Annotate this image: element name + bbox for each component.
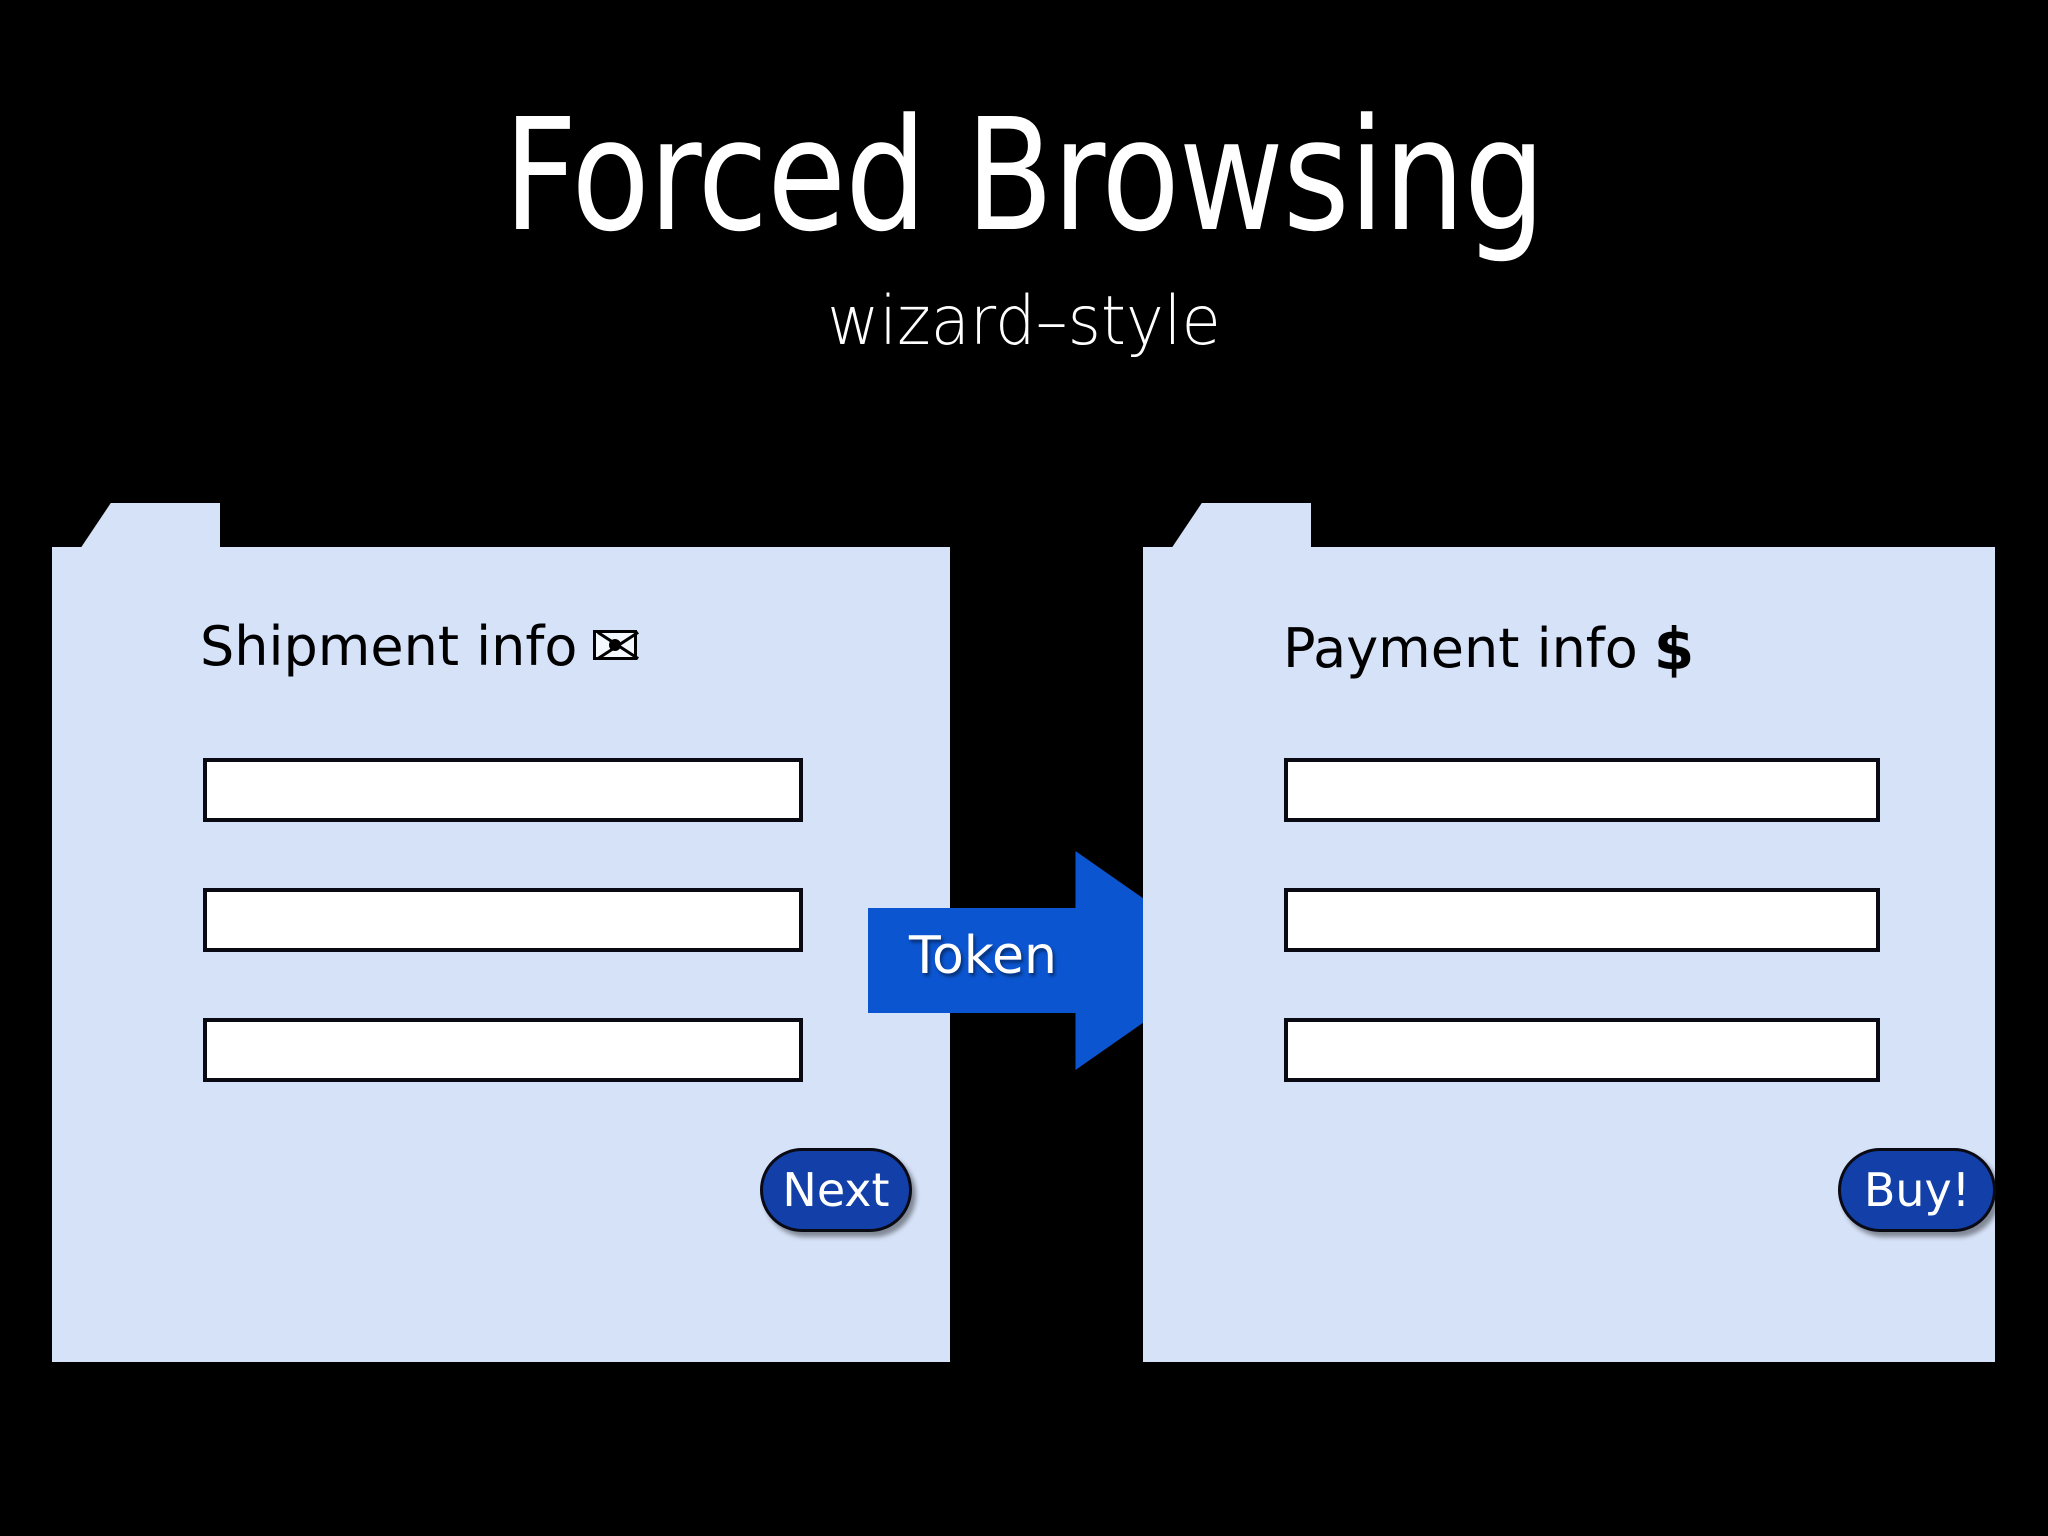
token-arrow-label: Token — [909, 926, 1057, 986]
folder-tab-payment — [1171, 503, 1311, 549]
page-subtitle: wizard–style — [827, 282, 1221, 361]
card-header-shipment: Shipment info — [200, 615, 638, 678]
page-title: Forced Browsing — [503, 85, 1546, 266]
envelope-icon — [593, 630, 638, 660]
dollar-icon: $ — [1653, 615, 1695, 683]
folder-body-payment — [1143, 547, 1995, 1362]
buy-button[interactable]: Buy! — [1838, 1148, 1996, 1232]
card-header-label-payment: Payment info — [1283, 617, 1638, 680]
shipment-field-2[interactable] — [203, 888, 803, 952]
payment-field-1[interactable] — [1284, 758, 1880, 822]
card-payment — [1143, 503, 1995, 1362]
folder-tab-shipment — [80, 503, 220, 549]
card-header-payment: Payment info $ — [1283, 620, 1694, 678]
shipment-field-1[interactable] — [203, 758, 803, 822]
next-button[interactable]: Next — [760, 1148, 912, 1232]
shipment-field-3[interactable] — [203, 1018, 803, 1082]
card-header-label-shipment: Shipment info — [200, 615, 578, 678]
payment-field-2[interactable] — [1284, 888, 1880, 952]
envelope-icon-dot — [609, 639, 622, 651]
payment-field-3[interactable] — [1284, 1018, 1880, 1082]
